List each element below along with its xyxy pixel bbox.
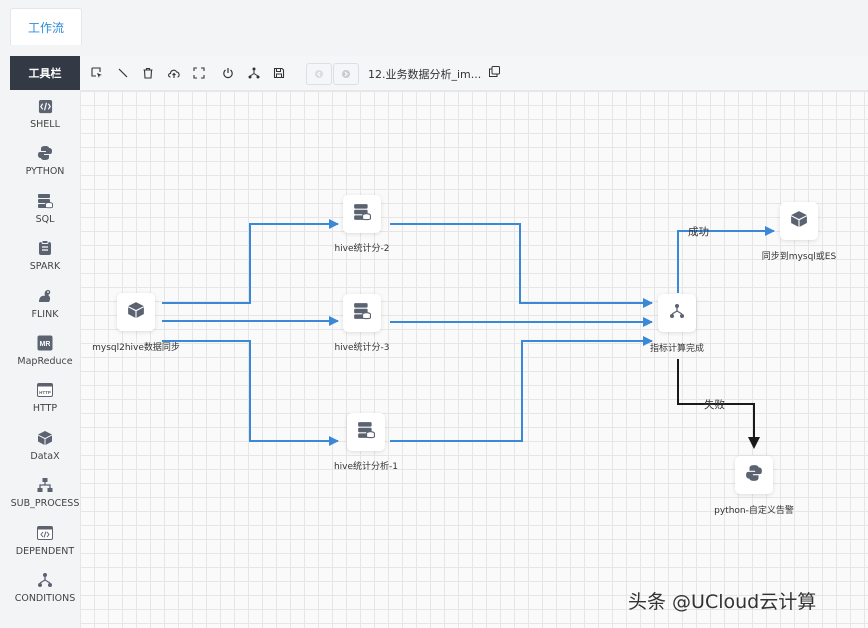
tool-label: PYTHON (25, 166, 65, 178)
copy-icon[interactable] (486, 63, 502, 79)
tool-http[interactable]: HTTP HTTP (10, 374, 80, 421)
dag-canvas[interactable]: mysql2hive数据同步 hive统计分-2 hive统计分-3 hive统… (80, 91, 868, 628)
edge-mysql2hive-to-hive2 (162, 219, 339, 304)
select-icon[interactable] (89, 65, 105, 81)
dependent-icon (36, 524, 54, 542)
node-label: 同步到mysql或ES (761, 252, 837, 262)
sql-icon (36, 192, 54, 210)
tool-label: SPARK (29, 261, 61, 273)
tool-mapreduce[interactable]: MR MapReduce (10, 327, 80, 374)
dag-edges (162, 219, 775, 449)
toolbox-title: 工具栏 (10, 56, 80, 90)
sub-process-icon (36, 476, 54, 494)
tool-spark[interactable]: SPARK (10, 232, 80, 279)
tool-shell[interactable]: SHELL (10, 90, 80, 137)
edge-label-success: 成功 (688, 226, 709, 238)
conditions-icon (669, 303, 685, 323)
canvas-toolbar: 12.业务数据分析_im... (80, 56, 868, 91)
toolbox-sidebar: 工具栏 SHELL PYTHON SQL SPARK FLINK MR MapR… (10, 56, 80, 628)
tool-flink[interactable]: FLINK (10, 280, 80, 327)
line-icon[interactable] (115, 65, 131, 81)
svg-text:MR: MR (40, 341, 51, 348)
edge-metrics-to-sync (677, 226, 775, 293)
edge-hive2-to-metrics (390, 223, 653, 308)
edge-hive1-to-metrics (390, 336, 653, 442)
datax-icon (127, 301, 145, 323)
watermark: 头条 @UCloud云计算 (628, 591, 817, 613)
tool-python[interactable]: PYTHON (10, 137, 80, 184)
mapreduce-icon: MR (36, 334, 54, 352)
fullscreen-icon[interactable] (191, 65, 207, 81)
node-label: hive统计分-2 (334, 244, 390, 254)
tool-label: HTTP (32, 403, 58, 415)
top-tab-bar: 工作流 (0, 0, 868, 48)
next-version-button[interactable] (333, 63, 359, 85)
tool-label: SHELL (30, 119, 60, 130)
tool-label: DEPENDENT (15, 545, 75, 557)
tool-dependent[interactable]: DEPENDENT (10, 517, 80, 564)
tool-label: CONDITIONS (14, 592, 76, 604)
tool-label: MapReduce (17, 355, 73, 367)
tool-label: SQL (35, 213, 55, 225)
tool-label: DataX (30, 450, 60, 462)
node-sync-es[interactable] (780, 202, 818, 240)
python-icon (745, 464, 763, 486)
node-label: hive统计分-3 (334, 343, 390, 353)
datax-icon (36, 429, 54, 447)
tab-workflow[interactable]: 工作流 (10, 8, 82, 45)
node-metrics[interactable] (658, 294, 696, 332)
node-hive1[interactable] (347, 413, 385, 451)
node-label: python-自定义告警 (714, 506, 794, 516)
node-mysql2hive[interactable] (117, 293, 155, 331)
node-label: mysql2hive数据同步 (92, 343, 180, 353)
tool-datax[interactable]: DataX (10, 422, 80, 469)
node-label: hive统计分析-1 (333, 462, 399, 472)
svg-text:HTTP: HTTP (39, 390, 51, 395)
edge-mysql2hive-to-hive1 (162, 340, 339, 446)
tool-label: SUB_PROCESS (10, 498, 80, 510)
tool-sub-process[interactable]: SUB_PROCESS (10, 469, 80, 516)
sql-icon (353, 203, 371, 225)
delete-icon[interactable] (140, 65, 156, 81)
format-icon[interactable] (246, 65, 262, 81)
spark-icon (36, 239, 54, 257)
datax-icon (790, 210, 808, 232)
save-icon[interactable] (271, 65, 287, 81)
node-hive3[interactable] (343, 294, 381, 332)
python-icon (36, 144, 54, 162)
tool-label: FLINK (31, 308, 59, 320)
tool-conditions[interactable]: CONDITIONS (10, 564, 80, 611)
tool-sql[interactable]: SQL (10, 185, 80, 232)
conditions-icon (36, 571, 54, 589)
shell-icon (36, 97, 54, 115)
http-icon: HTTP (36, 381, 54, 399)
workflow-name: 12.业务数据分析_im... (368, 68, 482, 81)
power-icon[interactable] (220, 65, 236, 81)
edge-label-failure: 失败 (704, 399, 725, 411)
node-hive2[interactable] (343, 195, 381, 233)
node-label: 指标计算完成 (649, 344, 705, 354)
flink-icon (36, 287, 54, 305)
node-python-alert[interactable] (735, 456, 773, 494)
upload-icon[interactable] (166, 65, 182, 81)
sql-icon (357, 421, 375, 443)
edge-metrics-to-python (677, 359, 760, 449)
prev-version-button[interactable] (306, 63, 332, 85)
sql-icon (353, 302, 371, 324)
